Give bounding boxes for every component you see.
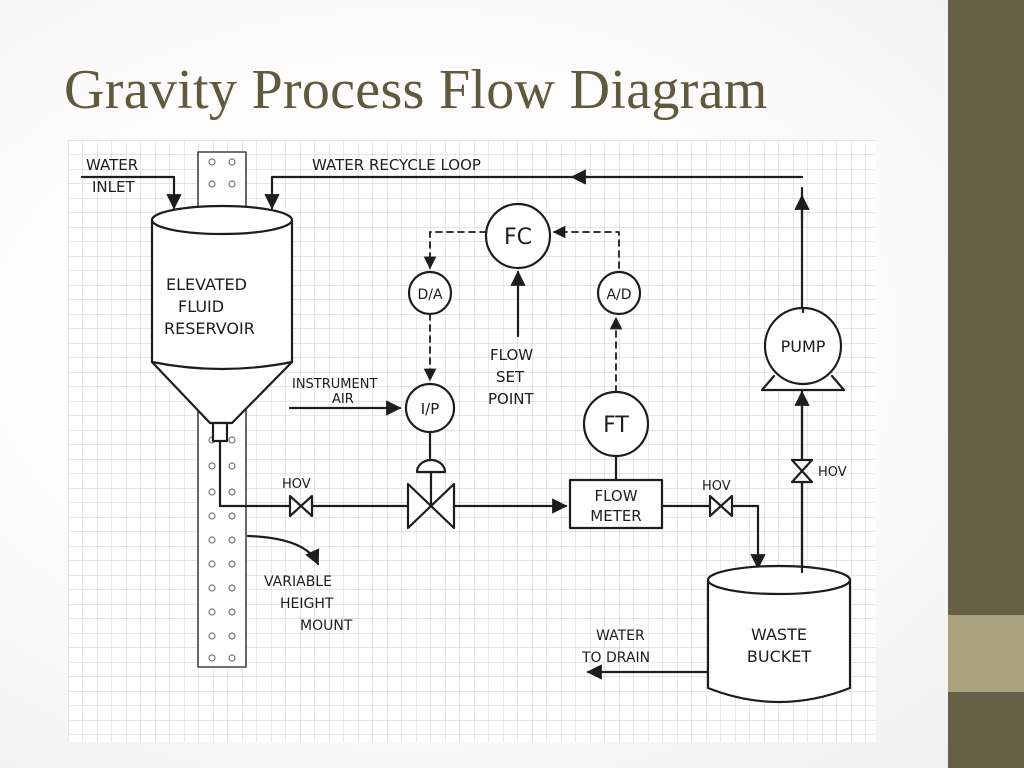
elevated-fluid-reservoir [150,204,294,443]
slide-title: Gravity Process Flow Diagram [64,59,768,121]
label-variable-3: MOUNT [300,618,353,634]
reservoir-outlet-line [218,439,292,508]
label-water-inlet-2: INLET [92,178,135,196]
hov-left-valve [288,494,314,518]
label-waste-2: BUCKET [747,647,811,666]
label-drain-2: TO DRAIN [581,650,650,666]
label-water-inlet-1: WATER [86,156,138,174]
label-instrument-air-1: INSTRUMENT [292,377,377,392]
recycle-loop-top-line [264,175,804,210]
label-flow-set-1: FLOW [490,346,533,364]
hov-mid-valve [708,494,734,518]
signal-fc-to-da [423,231,487,270]
label-da: D/A [417,287,442,303]
signal-ad-to-fc [552,225,620,269]
label-reservoir-1: ELEVATED [166,275,247,294]
label-variable-2: HEIGHT [280,596,334,612]
waste-bucket [706,564,852,704]
label-hov-left: HOV [282,477,311,492]
pump [760,306,846,392]
variable-height-pointer [246,534,320,566]
hov-right-valve [790,458,814,484]
label-ad: A/D [606,287,631,303]
label-fc: FC [504,225,532,250]
label-hov-right: HOV [818,465,847,480]
label-waste-1: WASTE [751,625,807,644]
decorative-side-band [948,0,1024,768]
label-drain-1: WATER [596,628,645,644]
label-hov-mid: HOV [702,479,731,494]
side-band-accent [948,615,1024,692]
line-to-waste-bucket [730,504,766,570]
label-ip: I/P [421,400,440,418]
label-reservoir-3: RESERVOIR [164,319,255,338]
label-instrument-air-2: AIR [332,392,354,407]
label-flow-meter-1: FLOW [594,487,637,505]
control-valve [406,458,456,530]
label-variable-1: VARIABLE [264,574,332,590]
flow-controller [484,202,552,270]
label-flow-set-3: POINT [488,390,534,408]
label-ft: FT [603,413,629,438]
label-reservoir-2: FLUID [178,297,224,316]
process-flow-diagram: WATER INLET WATER RECYCLE LOOP ELEVATED … [68,140,876,742]
label-flow-set-2: SET [496,368,525,386]
label-water-recycle-loop: WATER RECYCLE LOOP [312,156,481,174]
water-inlet-line [80,175,182,210]
label-flow-meter-2: METER [590,507,641,525]
ad-converter [596,270,642,316]
label-pump: PUMP [781,337,826,356]
